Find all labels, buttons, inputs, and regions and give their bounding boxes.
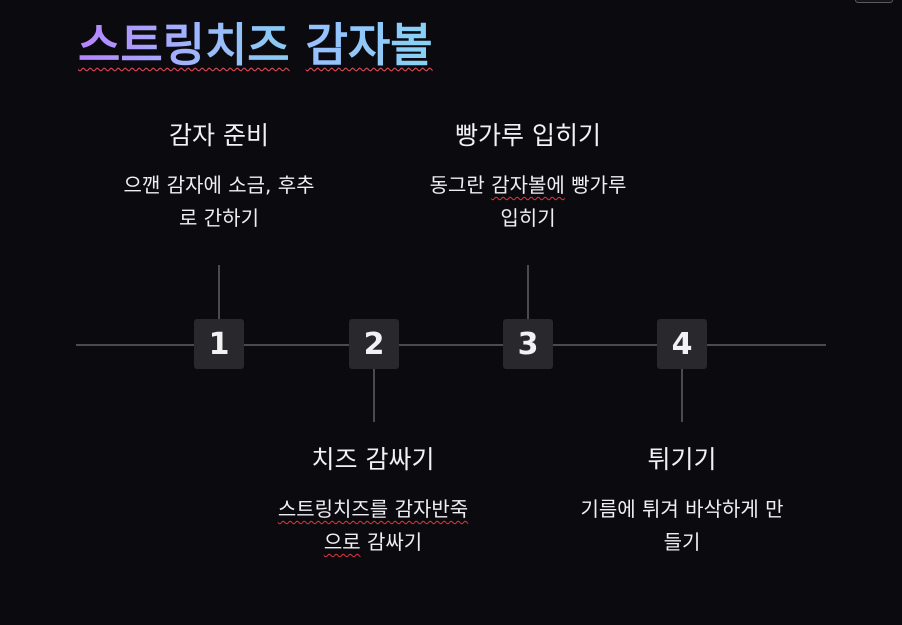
step-2-number-box: 2 xyxy=(349,319,399,369)
step-1-heading: 감자 준비 xyxy=(169,121,269,150)
step-1-connector xyxy=(218,265,220,321)
step-4-heading: 튀기기 xyxy=(647,445,717,474)
step-1-number-box: 1 xyxy=(194,319,244,369)
page-title: 스트링치즈 감자볼 xyxy=(78,14,433,76)
step-3-description-part-3: 빵가루 xyxy=(564,173,627,197)
step-4-number-box: 4 xyxy=(657,319,707,369)
step-3-connector xyxy=(527,265,529,321)
step-2-description-part-2: 으로 xyxy=(323,530,361,554)
step-2-description-part-3: 감싸기 xyxy=(360,530,423,554)
timeline-axis xyxy=(76,344,826,346)
window-corner-button[interactable] xyxy=(855,0,893,3)
step-3-description-part-2: 감자볼에 xyxy=(491,173,565,197)
title-word-string-cheese: 스트링치즈 xyxy=(78,18,290,72)
step-3-description-line-2: 입히기 xyxy=(500,206,556,230)
step-4-connector xyxy=(681,368,683,422)
step-2-description-line-1: 스트링치즈를 감자반죽 xyxy=(277,497,469,521)
step-4-description-line-1: 기름에 튀겨 바삭하게 만 xyxy=(580,497,784,521)
step-2-heading: 치즈 감싸기 xyxy=(311,445,435,474)
step-3-number-box: 3 xyxy=(503,319,553,369)
step-1-description-line-1: 으깬 감자에 소금, 후추 xyxy=(123,173,315,197)
step-3-heading: 빵가루 입히기 xyxy=(455,121,601,150)
title-word-potato-ball: 감자볼 xyxy=(305,18,433,72)
step-4-description-line-2: 들기 xyxy=(663,530,701,554)
step-3-description-part-1: 동그란 xyxy=(429,173,492,197)
step-2-connector xyxy=(373,368,375,422)
step-1-description-line-2: 로 간하기 xyxy=(179,206,259,230)
